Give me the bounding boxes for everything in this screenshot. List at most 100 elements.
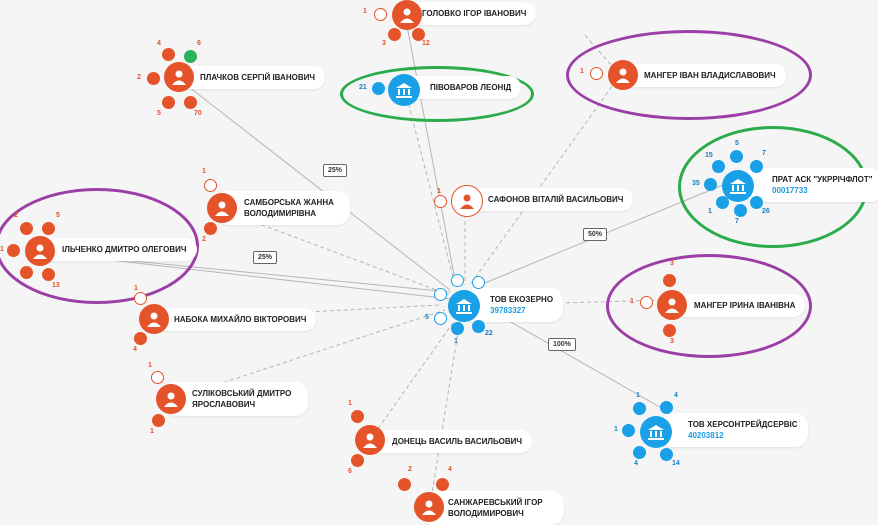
relatives-icon[interactable] [20,266,33,279]
person-node-naboka[interactable] [139,304,169,334]
count: 2 [408,466,412,473]
flag-icon[interactable] [42,222,55,235]
relatives-icon[interactable] [663,274,676,287]
relatives-icon[interactable] [434,195,447,208]
node-label-manger-ivan[interactable]: МАНГЕР ІВАН ВЛАДИСЛАВОВИЧ [616,64,786,87]
count: 3 [670,338,674,345]
relatives-icon[interactable] [622,424,635,437]
relatives-icon[interactable] [388,28,401,41]
node-label-samborska[interactable]: САМБОРСЬКА ЖАННА ВОЛОДИМИРІВНА [216,191,350,225]
count: 3 [382,40,386,47]
person-node-ilchenko[interactable] [25,236,55,266]
relatives-icon[interactable] [750,160,763,173]
count: 7 [762,150,766,157]
person-node-holovko[interactable] [392,0,422,30]
count: 4 [634,460,638,467]
node-label-holovko[interactable]: ГОЛОВКО ІГОР ІВАНОВИЧ [400,2,537,25]
flag-icon[interactable] [184,50,197,63]
location-icon[interactable] [663,324,676,337]
node-label-sanzharevsky[interactable]: САНЖАРЕВСЬКИЙ ІГОР ВОЛОДИМИРОВИЧ [420,491,564,525]
org-node-ukrrichflot[interactable] [722,170,754,202]
flag-icon[interactable] [704,178,717,191]
person-node-manger-ivan[interactable] [608,60,638,90]
person-node-donets[interactable] [355,425,385,455]
person-icon [172,70,186,85]
flag-icon[interactable] [451,274,464,287]
count: 5 [157,110,161,117]
count: 5 [425,314,429,321]
flag-icon[interactable] [590,67,603,80]
node-label-manger-iryna[interactable]: МАНГЕР ІРИНА ІВАНІВНА [666,294,806,317]
relatives-icon[interactable] [434,312,447,325]
person-node-sanzharevsky[interactable] [414,492,444,522]
node-label-ilchenko[interactable]: ІЛЬЧЕНКО ДМИТРО ОЛЕГОВИЧ [34,238,197,261]
count: 21 [359,84,367,91]
relatives-icon[interactable] [712,160,725,173]
relatives-icon[interactable] [151,371,164,384]
count: 26 [762,208,770,215]
org-node-pivovarov[interactable] [388,74,420,106]
person-node-samborska[interactable] [207,193,237,223]
location-icon[interactable] [184,96,197,109]
location-icon[interactable] [412,28,425,41]
person-node-manger-iryna[interactable] [657,290,687,320]
node-label-khersontrade[interactable]: ТОВ ХЕРСОНТРЕЙДСЕРВІС 40203812 [660,413,808,447]
org-code[interactable]: 39783327 [490,306,526,315]
org-code[interactable]: 00017733 [772,186,808,195]
relatives-icon[interactable] [372,82,385,95]
flag-icon[interactable] [436,478,449,491]
relatives-icon[interactable] [204,179,217,192]
node-label-pivovarov[interactable]: ПІВОВАРОВ ЛЕОНІД [402,76,522,99]
person-icon [164,392,178,407]
location-icon[interactable] [42,268,55,281]
relatives-icon[interactable] [134,292,147,305]
location-icon[interactable] [472,320,485,333]
relatives-icon[interactable] [472,276,485,289]
count: 1 [437,188,441,195]
location-icon[interactable] [660,448,673,461]
org-code[interactable]: 40203812 [688,431,724,440]
node-label-sulikovsky[interactable]: СУЛІКОВСЬКИЙ ДМИТРО ЯРОСЛАВОВИЧ [164,382,308,416]
relatives-icon[interactable] [351,410,364,423]
org-node-center[interactable] [448,290,480,322]
node-label-donets[interactable]: ДОНЕЦЬ ВАСИЛЬ ВАСИЛЬОВИЧ [364,430,533,453]
relatives-icon[interactable] [7,244,20,257]
person-node-safonov[interactable] [451,185,483,217]
relatives-icon[interactable] [20,222,33,235]
relatives-icon[interactable] [152,414,165,427]
count: 1 [134,285,138,292]
count: 7 [735,218,739,225]
relatives-icon[interactable] [134,332,147,345]
node-label-safonov[interactable]: САФОНОВ ВІТАЛІЙ ВАСИЛЬОВИЧ [460,188,634,211]
count: 1 [630,298,634,305]
count: 6 [348,468,352,475]
highlight-ring-manger-ivan [566,30,812,120]
phone-icon[interactable] [451,322,464,335]
relatives-icon[interactable] [374,8,387,21]
node-label-naboka[interactable]: НАБОКА МИХАЙЛО ВІКТОРОВИЧ [146,308,317,331]
relatives-icon[interactable] [162,96,175,109]
relatives-icon[interactable] [660,401,673,414]
relatives-icon[interactable] [162,48,175,61]
org-node-khersontrade[interactable] [640,416,672,448]
relatives-icon[interactable] [640,296,653,309]
relatives-icon[interactable] [730,150,743,163]
relatives-icon[interactable] [716,196,729,209]
node-label-plachkov[interactable]: ПЛАЧКОВ СЕРГІЙ ІВАНОВИЧ [172,66,325,89]
relatives-icon[interactable] [633,402,646,415]
phone-icon[interactable] [734,204,747,217]
count: 1 [148,362,152,369]
phone-icon[interactable] [633,446,646,459]
relatives-icon[interactable] [204,222,217,235]
relatives-icon[interactable] [351,454,364,467]
edge-label-ilchenko: 25% [253,251,278,264]
person-node-plachkov[interactable] [164,62,194,92]
location-icon[interactable] [750,196,763,209]
relatives-icon[interactable] [434,288,447,301]
count: 14 [672,460,680,467]
person-node-sulikovsky[interactable] [156,384,186,414]
count: 1 [0,246,4,253]
node-label-ukrrichflot[interactable]: ПРАТ АСК "УКРРІЧФЛОТ" 00017733 [744,168,878,202]
relatives-icon[interactable] [398,478,411,491]
relatives-icon[interactable] [147,72,160,85]
